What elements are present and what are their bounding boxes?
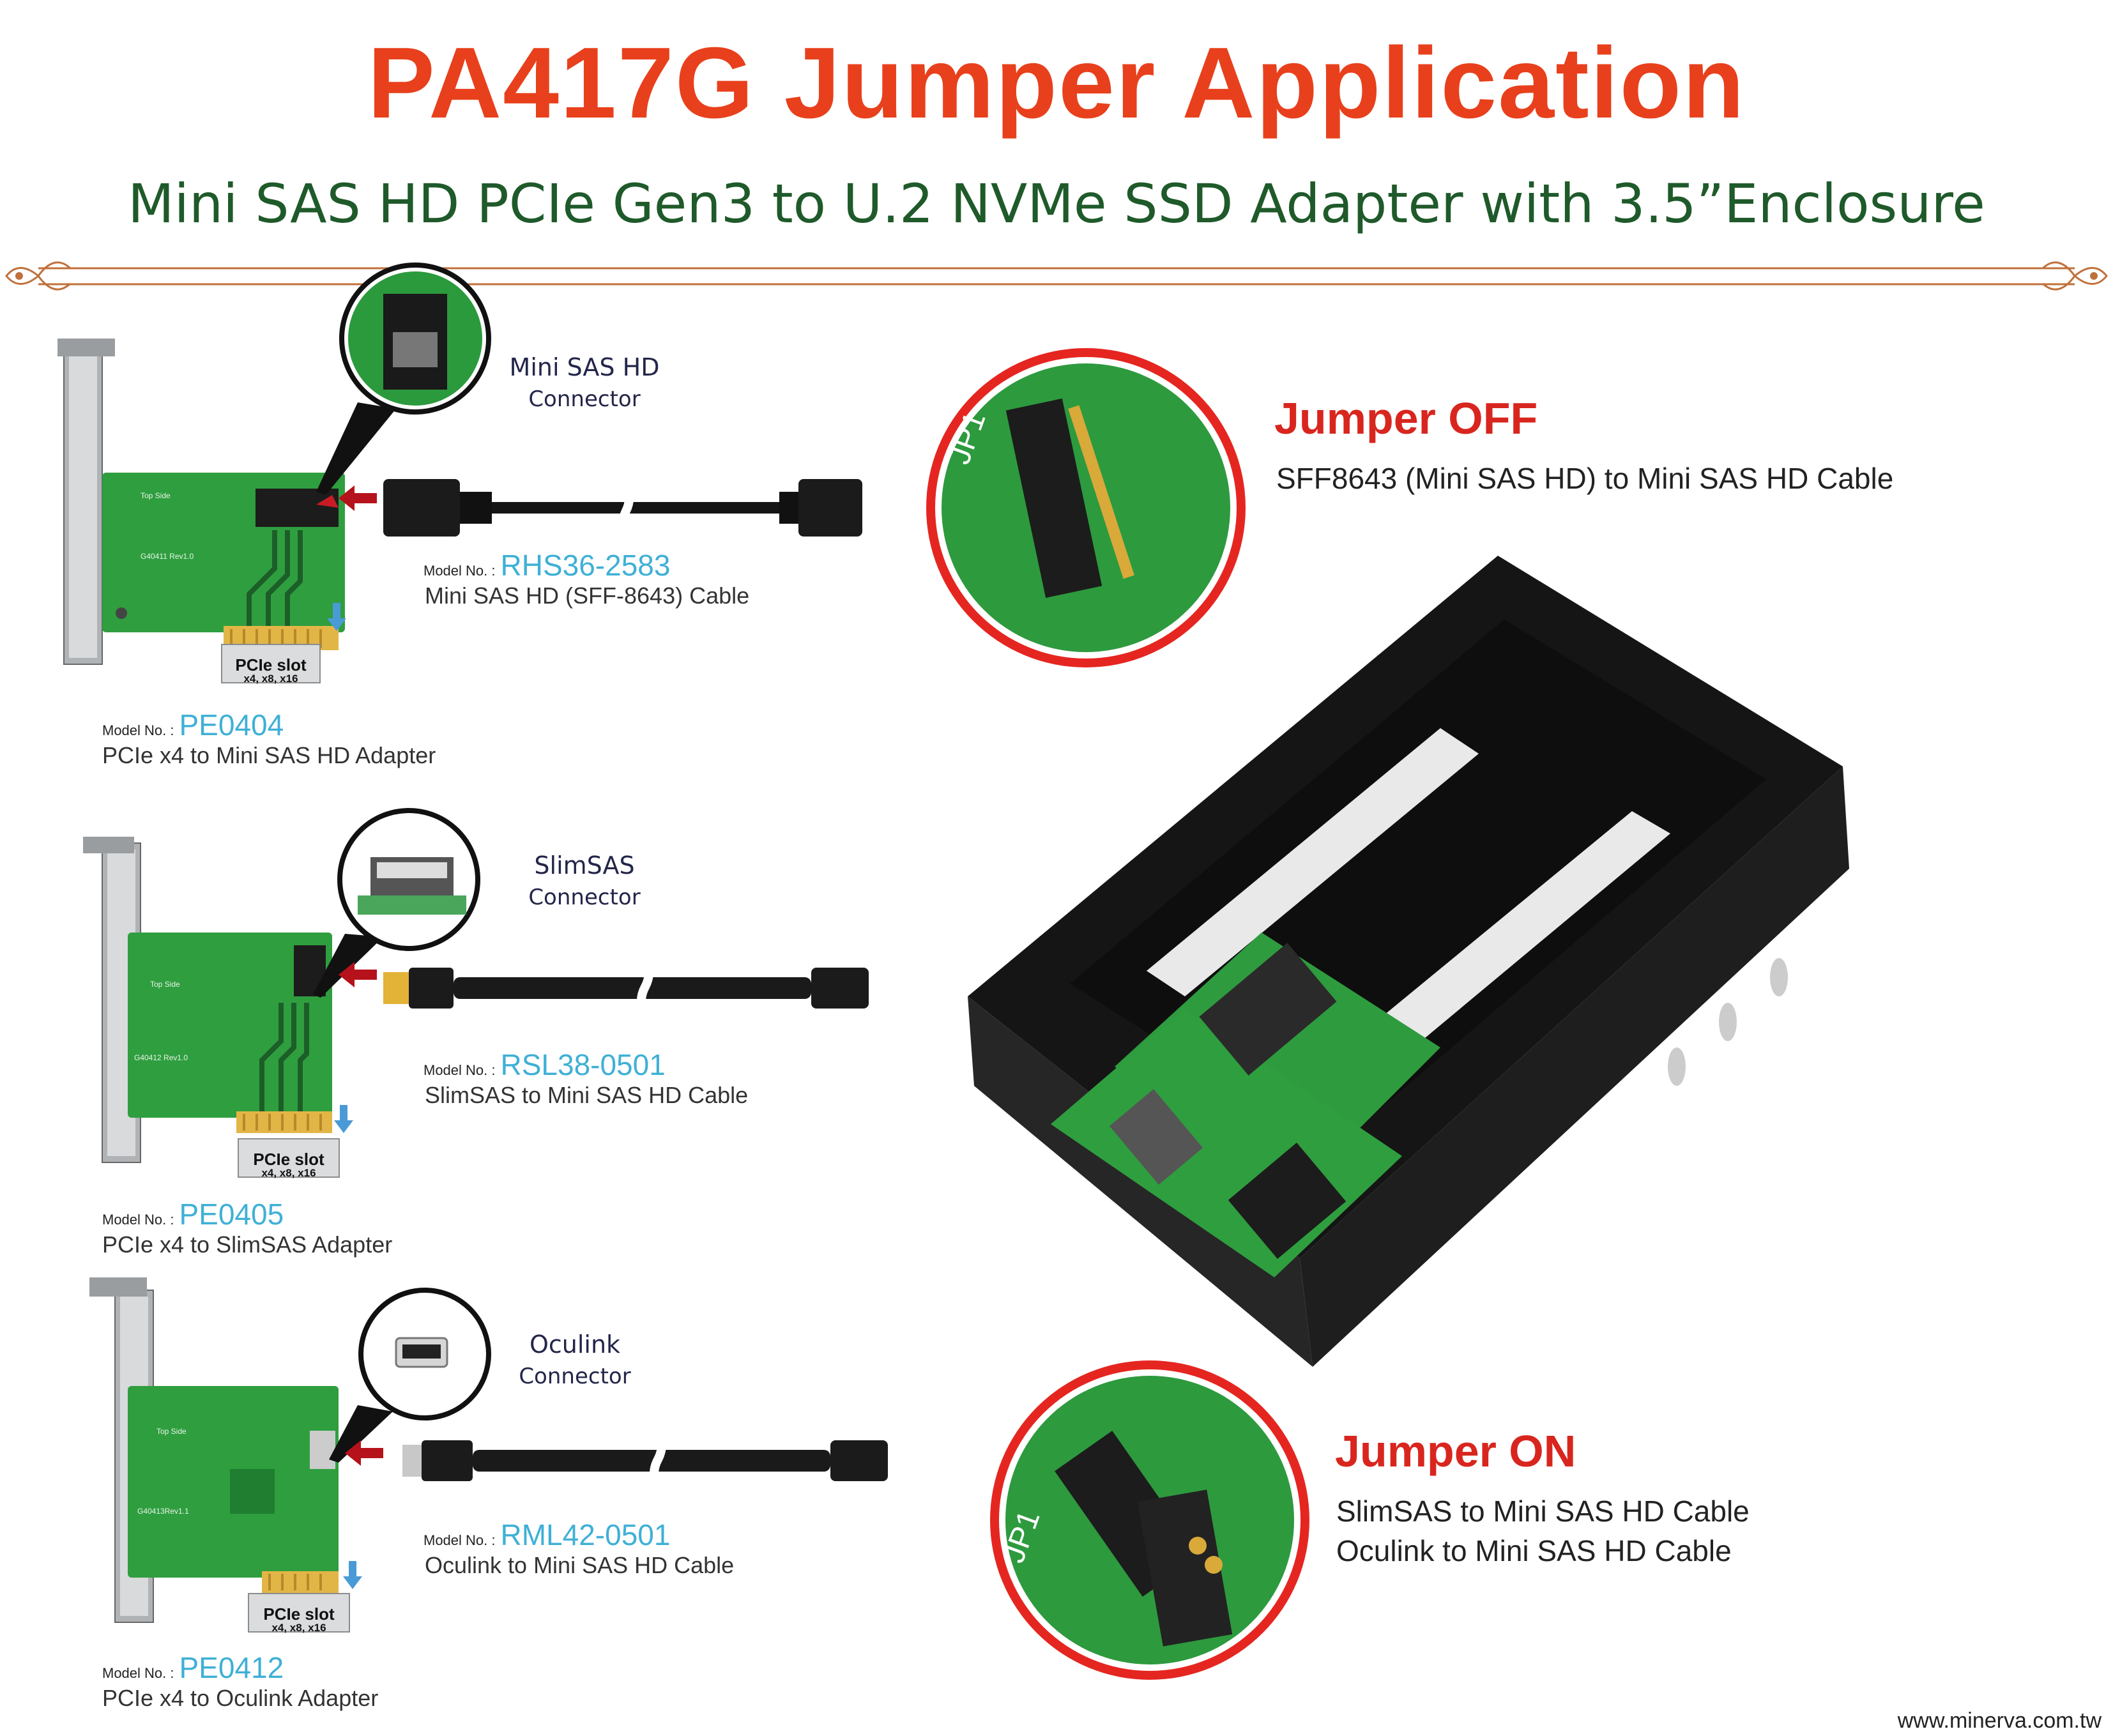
website-url: www.minerva.com.tw bbox=[1897, 1709, 2102, 1733]
svg-text:Top Side: Top Side bbox=[141, 491, 171, 500]
oculink-zoom-image bbox=[329, 1288, 491, 1463]
connector-word: Connector bbox=[528, 386, 641, 412]
cable-description: SlimSAS to Mini SAS HD Cable bbox=[425, 1082, 749, 1108]
connector-word: Connector bbox=[519, 1364, 631, 1389]
jumper-on-line-1: SlimSAS to Mini SAS HD Cable bbox=[1336, 1495, 1750, 1528]
connector-name: Oculink bbox=[529, 1330, 621, 1359]
pcie-slot-badge: PCIe slot x4, x8, x16 bbox=[238, 1138, 340, 1178]
model-prefix: Model No. : bbox=[102, 1665, 174, 1681]
mini-sas-hd-zoom-image bbox=[316, 263, 491, 508]
slot-widths: x4, x8, x16 bbox=[261, 1167, 316, 1179]
arrow-down-icon bbox=[343, 1561, 362, 1589]
adapter-description: PCIe x4 to SlimSAS Adapter bbox=[102, 1231, 393, 1258]
svg-text:G40411 Rev1.0: G40411 Rev1.0 bbox=[141, 552, 194, 561]
model-prefix: Model No. : bbox=[423, 1532, 496, 1548]
adapter-description: PCIe x4 to Mini SAS HD Adapter bbox=[102, 742, 436, 768]
jumper-on-heading: Jumper ON bbox=[1335, 1426, 1576, 1476]
adapter-model-pe0405: Model No. : PE0405 bbox=[102, 1197, 284, 1231]
cable-model-rml42: Model No. :RML42-0501 bbox=[423, 1518, 670, 1552]
jumper-off-zoom-image: JP1 bbox=[926, 348, 1246, 667]
slimsas-cable-image bbox=[383, 958, 869, 1016]
adapter-model-pe0404: Model No. : PE0404 bbox=[102, 708, 284, 742]
jumper-off-heading: Jumper OFF bbox=[1274, 393, 1538, 443]
svg-text:G40412 Rev1.0: G40412 Rev1.0 bbox=[134, 1053, 188, 1062]
adapter-model-pe0412: Model No. : PE0412 bbox=[102, 1650, 284, 1685]
adapter-model-number: PE0404 bbox=[179, 708, 284, 742]
adapter-model-number: PE0405 bbox=[179, 1198, 284, 1231]
cable-model-rsl38: Model No. :RSL38-0501 bbox=[423, 1047, 666, 1082]
cable-model-number: RSL38-0501 bbox=[500, 1048, 666, 1081]
pcie-slot-badge: PCIe slot x4, x8, x16 bbox=[221, 644, 321, 685]
mini-sas-hd-cable-image bbox=[383, 479, 862, 539]
arrow-left-icon bbox=[345, 1440, 383, 1466]
connector-name: SlimSAS bbox=[534, 851, 635, 879]
model-prefix: Model No. : bbox=[102, 1212, 174, 1228]
jumper-on-description: SlimSAS to Mini SAS HD Cable Oculink to … bbox=[1336, 1491, 1750, 1571]
page-title: PA417G Jumper Application bbox=[367, 27, 1746, 139]
slot-widths: x4, x8, x16 bbox=[243, 673, 298, 685]
cable-model-number: RHS36-2583 bbox=[500, 549, 671, 582]
connector-label-slimsas: SlimSAS Connector bbox=[476, 849, 693, 913]
svg-text:Top Side: Top Side bbox=[156, 1427, 187, 1436]
arrow-left-icon bbox=[339, 485, 377, 511]
slot-label: PCIe slot bbox=[263, 1604, 335, 1624]
oculink-cable-image bbox=[402, 1431, 888, 1488]
pe0412-card-image: Top Side G40413Rev1.1 bbox=[89, 1277, 339, 1623]
slot-label: PCIe slot bbox=[235, 655, 307, 674]
model-prefix: Model No. : bbox=[102, 722, 174, 738]
svg-text:Top Side: Top Side bbox=[150, 980, 180, 989]
jumper-on-line-2: Oculink to Mini SAS HD Cable bbox=[1336, 1534, 1732, 1567]
adapter-model-number: PE0412 bbox=[179, 1651, 284, 1684]
jumper-off-description: SFF8643 (Mini SAS HD) to Mini SAS HD Cab… bbox=[1276, 462, 1894, 495]
pe0405-card-image: Top Side G40412 Rev1.0 bbox=[83, 837, 332, 1163]
slot-label: PCIe slot bbox=[253, 1150, 324, 1169]
connector-name: Mini SAS HD bbox=[509, 353, 660, 381]
arrow-left-icon bbox=[339, 962, 377, 987]
pe0404-card-image: Top Side G40411 Rev1.0 bbox=[57, 339, 345, 665]
slimsas-zoom-image bbox=[313, 808, 480, 998]
svg-text:G40413Rev1.1: G40413Rev1.1 bbox=[137, 1507, 189, 1516]
arrow-down-icon bbox=[334, 1105, 353, 1133]
model-prefix: Model No. : bbox=[423, 563, 496, 579]
jumper-on-zoom-image: JP1 bbox=[990, 1360, 1309, 1680]
connector-word: Connector bbox=[528, 885, 641, 910]
connector-label-mini-sas-hd: Mini SAS HD Connector bbox=[476, 351, 693, 415]
cable-model-number: RML42-0501 bbox=[500, 1518, 671, 1551]
adapter-description: PCIe x4 to Oculink Adapter bbox=[102, 1685, 379, 1711]
cable-description: Mini SAS HD (SFF-8643) Cable bbox=[425, 582, 750, 609]
cable-description: Oculink to Mini SAS HD Cable bbox=[425, 1552, 735, 1578]
cable-model-rhs36: Model No. :RHS36-2583 bbox=[423, 548, 670, 582]
model-prefix: Model No. : bbox=[423, 1062, 496, 1078]
slot-widths: x4, x8, x16 bbox=[271, 1622, 326, 1634]
pcie-slot-badge: PCIe slot x4, x8, x16 bbox=[248, 1593, 350, 1633]
arrow-down-icon bbox=[327, 603, 346, 631]
enclosure-image bbox=[968, 556, 1849, 1367]
connector-label-oculink: Oculink Connector bbox=[466, 1329, 683, 1392]
page-subtitle: Mini SAS HD PCIe Gen3 to U.2 NVMe SSD Ad… bbox=[128, 172, 1985, 235]
